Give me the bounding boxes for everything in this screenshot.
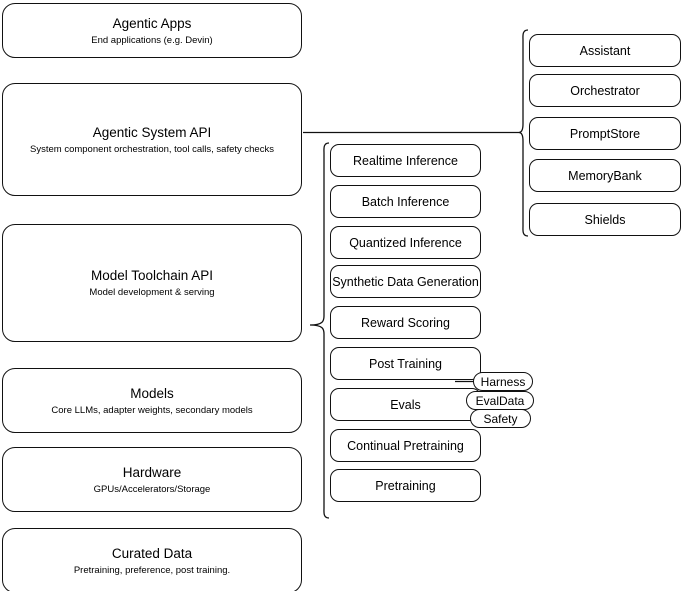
capability-synthetic-data-generation[interactable]: Synthetic Data Generation [330, 265, 481, 298]
component-label: Orchestrator [570, 83, 640, 98]
layer-subtitle: Core LLMs, adapter weights, secondary mo… [51, 404, 253, 416]
capability-label: Post Training [369, 356, 442, 371]
evals-subcomponent-label: Harness [480, 374, 526, 389]
layer-hardware[interactable]: Hardware GPUs/Accelerators/Storage [2, 447, 302, 512]
component-shields[interactable]: Shields [529, 203, 681, 236]
evals-subcomponent-label: EvalData [475, 393, 525, 408]
capability-label: Pretraining [375, 478, 436, 493]
layer-title: Agentic System API [92, 124, 212, 140]
component-memorybank[interactable]: MemoryBank [529, 159, 681, 192]
component-promptstore[interactable]: PromptStore [529, 117, 681, 150]
component-assistant[interactable]: Assistant [529, 34, 681, 67]
layer-subtitle: Model development & serving [89, 287, 215, 298]
capability-label: Continual Pretraining [347, 438, 464, 453]
capability-label: Quantized Inference [349, 235, 462, 250]
layer-title: Agentic Apps [112, 15, 192, 31]
capability-label: Realtime Inference [353, 153, 458, 168]
capability-continual-pretraining[interactable]: Continual Pretraining [330, 429, 481, 462]
brace-agentic-system-components [518, 29, 529, 237]
layer-title: Curated Data [111, 545, 193, 561]
layer-agentic-system-api[interactable]: Agentic System API System component orch… [2, 83, 302, 196]
component-label: Assistant [579, 43, 631, 58]
layer-models[interactable]: Models Core LLMs, adapter weights, secon… [2, 368, 302, 433]
capability-realtime-inference[interactable]: Realtime Inference [330, 144, 481, 177]
brace-toolchain-capabilities [309, 142, 330, 519]
layer-title: Models [130, 385, 174, 401]
evals-subcomponent-safety[interactable]: Safety [470, 409, 531, 428]
capability-quantized-inference[interactable]: Quantized Inference [330, 226, 481, 259]
layer-title: Hardware [122, 464, 182, 480]
evals-subcomponent-label: Safety [483, 411, 518, 426]
component-label: PromptStore [569, 126, 641, 141]
component-label: Shields [584, 212, 626, 227]
layer-subtitle: System component orchestration, tool cal… [30, 143, 274, 155]
capability-label: Synthetic Data Generation [332, 274, 479, 289]
layer-subtitle: Pretraining, preference, post training. [73, 564, 231, 576]
capability-label: Reward Scoring [361, 315, 450, 330]
capability-post-training[interactable]: Post Training [330, 347, 481, 380]
layer-subtitle: GPUs/Accelerators/Storage [93, 483, 211, 495]
capability-reward-scoring[interactable]: Reward Scoring [330, 306, 481, 339]
layer-curated-data[interactable]: Curated Data Pretraining, preference, po… [2, 528, 302, 591]
component-orchestrator[interactable]: Orchestrator [529, 74, 681, 107]
evals-subcomponent-harness[interactable]: Harness [473, 372, 533, 391]
capability-batch-inference[interactable]: Batch Inference [330, 185, 481, 218]
capability-label: Batch Inference [361, 194, 450, 209]
component-label: MemoryBank [568, 168, 642, 183]
layer-agentic-apps[interactable]: Agentic Apps End applications (e.g. Devi… [2, 3, 302, 58]
capability-evals[interactable]: Evals [330, 388, 481, 421]
evals-subcomponent-evaldata[interactable]: EvalData [466, 391, 534, 410]
layer-subtitle: End applications (e.g. Devin) [91, 34, 213, 46]
layer-title: Model Toolchain API [90, 268, 214, 283]
layer-model-toolchain-api[interactable]: Model Toolchain API Model development & … [2, 224, 302, 342]
capability-pretraining[interactable]: Pretraining [330, 469, 481, 502]
capability-label: Evals [390, 397, 421, 412]
